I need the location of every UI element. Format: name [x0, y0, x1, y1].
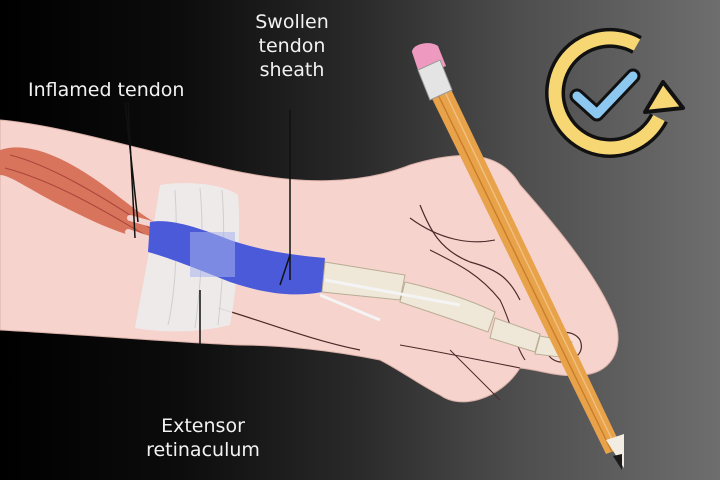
forearm-muscle	[0, 147, 160, 243]
label-line: Swollen	[255, 11, 329, 33]
refresh-check-icon	[545, 27, 685, 158]
tendon-sheath	[148, 221, 325, 295]
thumb-bones	[319, 261, 573, 359]
label-line: sheath	[259, 59, 325, 81]
leader-lines	[124, 101, 291, 405]
label-line: tendon	[258, 35, 326, 57]
label-inflamed-tendon: Inflamed tendon	[28, 79, 185, 101]
label-line: retinaculum	[146, 439, 260, 461]
pencil-icon	[412, 43, 624, 470]
label-extensor-retinaculum: Extensor retinaculum	[138, 414, 268, 462]
label-line: Extensor	[161, 415, 245, 437]
label-swollen-tendon-sheath: Swollen tendon sheath	[244, 10, 340, 82]
